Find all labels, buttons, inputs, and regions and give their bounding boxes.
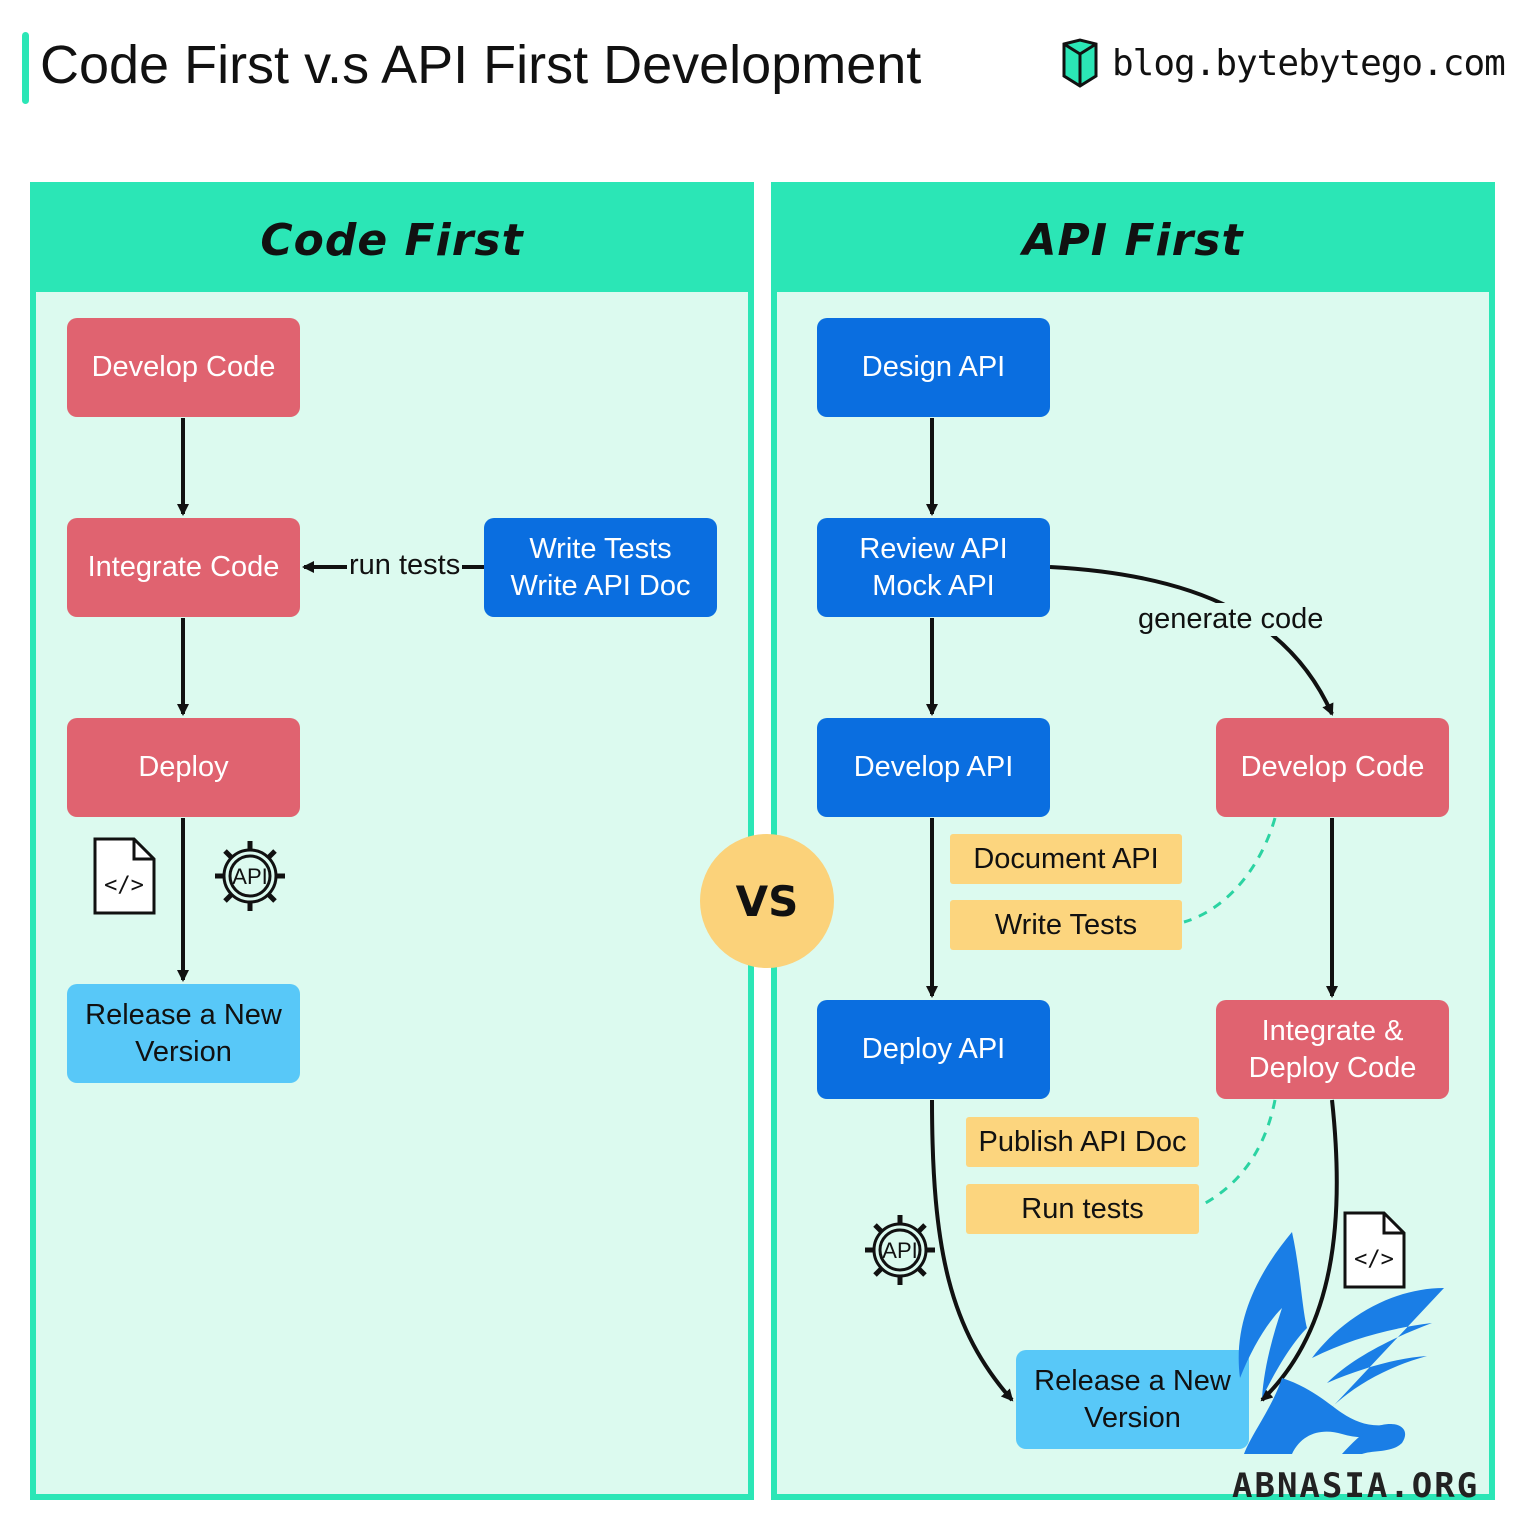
cf-develop-code-box[interactable]: Develop Code — [67, 318, 300, 417]
api-gear-icon: API — [215, 841, 285, 911]
vs-badge: VS — [700, 834, 834, 968]
svg-text:API: API — [882, 1238, 917, 1263]
api-first-title: API First — [1022, 214, 1244, 266]
svg-text:</>: </> — [1354, 1247, 1394, 1272]
af-deploy-api-box[interactable]: Deploy API — [817, 1000, 1050, 1099]
af-develop-api-box[interactable]: Develop API — [817, 718, 1050, 817]
title-accent-bar — [22, 32, 29, 104]
page-title: Code First v.s API First Development — [40, 35, 922, 95]
run-tests-tag: Run tests — [966, 1184, 1199, 1234]
dashed-tests-link-2 — [1199, 1099, 1277, 1208]
af-develop-code-box[interactable]: Develop Code — [1216, 718, 1449, 817]
arrow-integrate-to-release — [1260, 1099, 1339, 1402]
code-first-header: Code First — [36, 188, 748, 292]
af-design-api-box[interactable]: Design API — [817, 318, 1050, 417]
api-first-header: API First — [777, 188, 1489, 292]
cf-integrate-code-box[interactable]: Integrate Code — [67, 518, 300, 617]
code-first-title: Code First — [260, 214, 524, 266]
cf-deploy-box[interactable]: Deploy — [67, 718, 300, 817]
svg-text:API: API — [232, 864, 267, 889]
af-release-box[interactable]: Release a New Version — [1016, 1350, 1249, 1449]
brand[interactable]: blog.bytebytego.com — [1060, 38, 1506, 88]
watermark-text: ABNASIA.ORG — [1232, 1466, 1480, 1506]
svg-text:</>: </> — [104, 873, 144, 898]
af-integrate-deploy-code-box[interactable]: Integrate & Deploy Code — [1216, 1000, 1449, 1099]
af-review-mock-api-box[interactable]: Review API Mock API — [817, 518, 1050, 617]
generate-code-label: generate code — [1136, 603, 1326, 636]
code-file-icon: </> — [1343, 1211, 1406, 1289]
cf-write-tests-doc-box[interactable]: Write Tests Write API Doc — [484, 518, 717, 617]
code-file-icon: </> — [93, 837, 156, 915]
brand-url: blog.bytebytego.com — [1112, 42, 1506, 84]
bytebytego-logo-icon — [1062, 38, 1098, 88]
arrow-generate-code — [1049, 565, 1334, 716]
document-api-tag: Document API — [950, 834, 1182, 884]
run-tests-label: run tests — [347, 549, 463, 582]
cf-release-box[interactable]: Release a New Version — [67, 984, 300, 1083]
griffin-watermark-icon — [1238, 1232, 1444, 1454]
arrow-deploy-api-to-release — [930, 1099, 1014, 1402]
write-tests-tag: Write Tests — [950, 900, 1182, 950]
publish-api-doc-tag: Publish API Doc — [966, 1117, 1199, 1167]
api-gear-icon: API — [865, 1215, 935, 1285]
dashed-tests-link-1 — [1183, 817, 1277, 924]
